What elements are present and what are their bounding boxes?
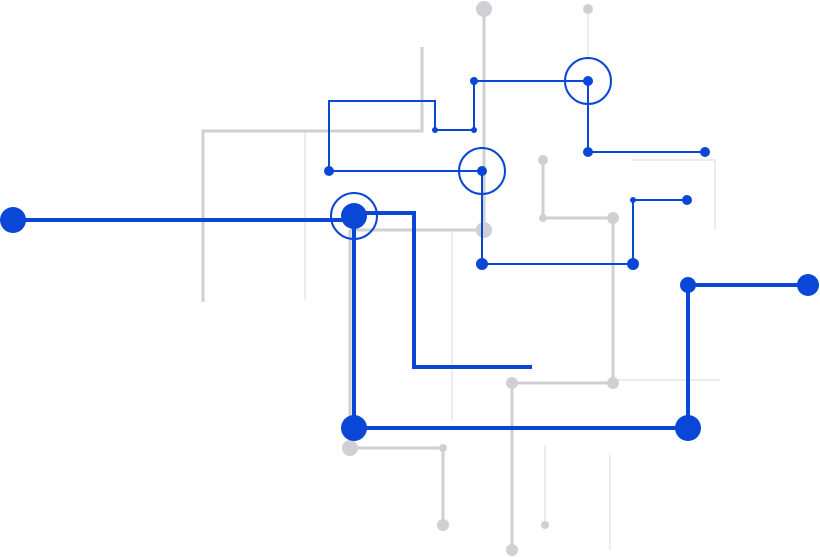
ring-node-junction (330, 192, 378, 240)
gray-trace-right-branch (510, 160, 615, 550)
gray-node (541, 521, 549, 529)
blue-node-top-right (583, 76, 593, 86)
blue-node-right-corner (680, 277, 696, 293)
blue-node-small (471, 127, 477, 133)
gray-node (476, 1, 492, 17)
blue-node-small (432, 127, 438, 133)
gray-node (506, 544, 518, 556)
gray-node (439, 444, 447, 452)
blue-node-small (630, 197, 636, 203)
gray-node (583, 4, 593, 14)
blue-node-small (682, 195, 692, 205)
blue-trace-hook (354, 211, 532, 369)
blue-node-small (627, 258, 639, 270)
gray-node (538, 155, 548, 165)
blue-trace-main-bus (352, 220, 808, 430)
gray-node (476, 222, 492, 238)
blue-node-junction (341, 203, 367, 229)
gray-trace-bottom-branch (350, 446, 445, 525)
gray-trace-bracket (201, 47, 424, 302)
gray-node (539, 214, 547, 222)
blue-nodes (0, 76, 819, 441)
blue-node-small (476, 258, 488, 270)
blue-node-input (0, 207, 26, 233)
blue-node-left-loop (324, 166, 334, 176)
blue-trace-left-loop (328, 80, 588, 171)
blue-node-output (797, 274, 819, 296)
blue-node-small (470, 77, 478, 85)
gray-nodes (342, 1, 619, 556)
blue-trace-right-upper (587, 81, 705, 153)
blue-node-small (700, 147, 710, 157)
blue-node-bottom-left (341, 415, 367, 441)
thick-blue-traces (13, 211, 808, 430)
ring-node-top-right (564, 57, 612, 105)
gray-traces (201, 9, 615, 550)
faint-traces (304, 10, 720, 550)
faint-trace-4 (632, 159, 716, 230)
blue-node-small (583, 147, 593, 157)
gray-node (607, 212, 619, 224)
gray-node (607, 377, 619, 389)
ring-nodes (330, 57, 612, 240)
gray-node (437, 519, 449, 531)
gray-node (342, 440, 358, 456)
blue-node-bottom-right (675, 415, 701, 441)
blue-node-center (477, 166, 487, 176)
thin-blue-traces (328, 80, 705, 265)
gray-node (506, 377, 518, 389)
ring-node-center (458, 147, 506, 195)
